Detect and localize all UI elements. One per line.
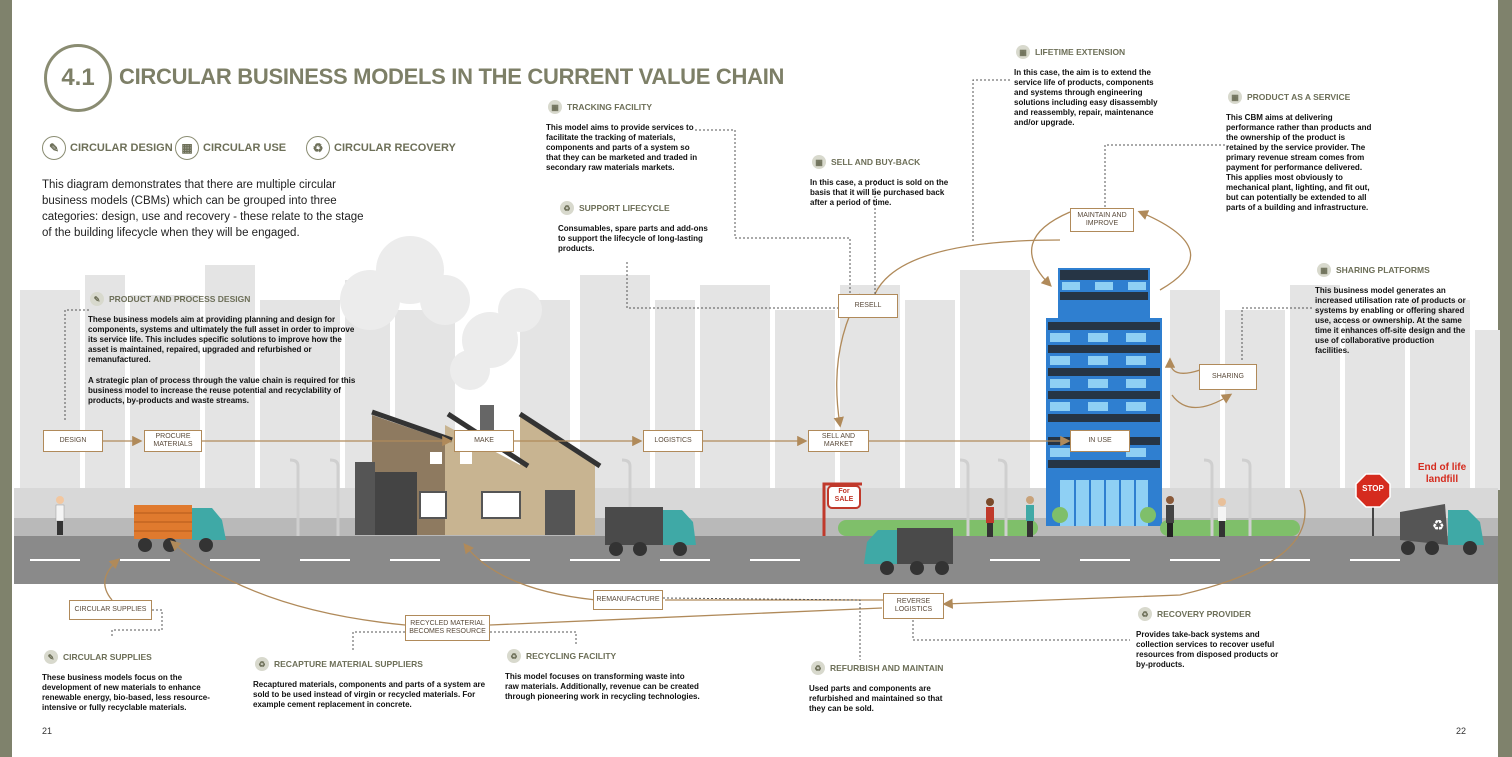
box-in-use: IN USE (1070, 430, 1130, 452)
stop-sign-label: STOP (1362, 484, 1384, 493)
recycle-icon: ♻ (811, 661, 825, 675)
building-icon: ▦ (812, 155, 826, 169)
card-lifetime-extension-body: In this case, the aim is to extend the s… (1014, 68, 1158, 127)
legend-circular-recovery: ♻ CIRCULAR RECOVERY (306, 136, 456, 160)
card-product-as-service-body: This CBM aims at delivering performance … (1226, 113, 1372, 212)
card-refurbish-title: ♻ REFURBISH AND MAINTAIN (811, 661, 943, 675)
box-remanufacture: REMANUFACTURE (593, 590, 663, 610)
legend-circular-use: ▦ CIRCULAR USE (175, 136, 286, 160)
recycle-icon: ♻ (507, 649, 521, 663)
flow-arrows (103, 210, 1306, 626)
card-support-lifecycle-title: ♻ SUPPORT LIFECYCLE (560, 201, 670, 215)
box-reverse-logistics: REVERSE LOGISTICS (883, 593, 944, 619)
delivery-truck (605, 507, 696, 556)
factory (355, 405, 602, 535)
section-number: 4.1 (44, 44, 112, 112)
card-tracking-facility-title: ▦ TRACKING FACILITY (548, 100, 652, 114)
box-sell-and-market: SELL AND MARKET (808, 430, 869, 452)
for-sale-sign (822, 482, 862, 536)
card-product-process-design-body-2: A strategic plan of process through the … (88, 376, 356, 405)
office-building (1046, 268, 1162, 526)
pencil-icon: ✎ (90, 292, 104, 306)
page-edge-left (0, 0, 12, 757)
card-sharing-platforms-body: This business model generates an increas… (1315, 286, 1466, 355)
card-sharing-platforms-title: ▦ SHARING PLATFORMS (1317, 263, 1430, 277)
recycle-icon: ♻ (306, 136, 330, 160)
box-make: MAKE (454, 430, 514, 452)
stop-sign (1355, 473, 1391, 536)
card-tracking-facility-body: This model aims to provide services to f… (546, 123, 698, 172)
box-circular-supplies: CIRCULAR SUPPLIES (69, 600, 152, 620)
pencil-icon: ✎ (42, 136, 66, 160)
box-design: DESIGN (43, 430, 103, 452)
page-title: CIRCULAR BUSINESS MODELS IN THE CURRENT … (119, 64, 785, 89)
card-lifetime-extension-title: ▦ LIFETIME EXTENSION (1016, 45, 1125, 59)
card-recovery-provider-body: Provides take-back systems and collectio… (1136, 630, 1279, 669)
card-recycling-facility-body: This model focuses on transforming waste… (505, 672, 700, 701)
card-product-as-service-title: ▦ PRODUCT AS A SERVICE (1228, 90, 1350, 104)
garbage-truck: ♻ (1400, 504, 1484, 555)
box-procure-materials: PROCURE MATERIALS (144, 430, 202, 452)
box-resell: RESELL (838, 294, 898, 318)
page-edge-right (1498, 0, 1512, 757)
card-sell-buyback-title: ▦ SELL AND BUY-BACK (812, 155, 920, 169)
card-circular-supplies-body: These business models focus on the devel… (42, 673, 210, 712)
card-recapture-body: Recaptured materials, components and par… (253, 680, 486, 709)
card-recapture-title: ♻ RECAPTURE MATERIAL SUPPLIERS (255, 657, 423, 671)
card-product-process-design-title: ✎ PRODUCT AND PROCESS DESIGN (90, 292, 250, 306)
intro-text: This diagram demonstrates that there are… (42, 179, 364, 239)
legend-circular-design: ✎ CIRCULAR DESIGN (42, 136, 173, 160)
card-product-process-design-body: These business models aim at providing p… (88, 315, 355, 364)
building-icon: ▦ (548, 100, 562, 114)
card-recovery-provider-title: ♻ RECOVERY PROVIDER (1138, 607, 1251, 621)
page-number-left: 21 (42, 726, 53, 736)
recycle-icon: ♻ (560, 201, 574, 215)
building-icon: ▦ (1228, 90, 1242, 104)
building-icon: ▦ (1016, 45, 1030, 59)
skyline (20, 265, 1500, 490)
building-icon: ▦ (175, 136, 199, 160)
recycle-icon: ♻ (255, 657, 269, 671)
card-circular-supplies-title: ✎ CIRCULAR SUPPLIES (44, 650, 152, 664)
box-maintain-and-improve: MAINTAIN AND IMPROVE (1070, 208, 1134, 232)
people (55, 496, 1226, 537)
street-lamps (289, 458, 1252, 536)
timber-truck (134, 505, 226, 552)
sidewalk (14, 488, 1498, 518)
legend-label: CIRCULAR DESIGN (70, 142, 173, 154)
page-number-right: 22 (1456, 726, 1467, 736)
card-sell-buyback-body: In this case, a product is sold on the b… (810, 178, 949, 207)
reverse-logistics-truck (864, 528, 953, 575)
factory-smoke (340, 236, 542, 390)
end-of-life-label: End of life landfill (1417, 462, 1467, 485)
box-sharing: SHARING (1199, 364, 1257, 390)
box-logistics: LOGISTICS (643, 430, 703, 452)
building-icon: ▦ (1317, 263, 1331, 277)
pencil-icon: ✎ (44, 650, 58, 664)
card-refurbish-body: Used parts and components are refurbishe… (809, 684, 943, 713)
for-sale-label: For SALE (834, 488, 854, 503)
dotted-connectors (64, 79, 1312, 660)
card-support-lifecycle-body: Consumables, spare parts and add-ons to … (558, 224, 708, 253)
card-recycling-facility-title: ♻ RECYCLING FACILITY (507, 649, 616, 663)
box-recycled-material: RECYCLED MATERIAL BECOMES RESOURCE (405, 615, 490, 641)
legend-label: CIRCULAR USE (203, 142, 287, 154)
svg-text:♻: ♻ (1432, 518, 1445, 534)
recycle-icon: ♻ (1138, 607, 1152, 621)
legend-label: CIRCULAR RECOVERY (334, 142, 456, 154)
